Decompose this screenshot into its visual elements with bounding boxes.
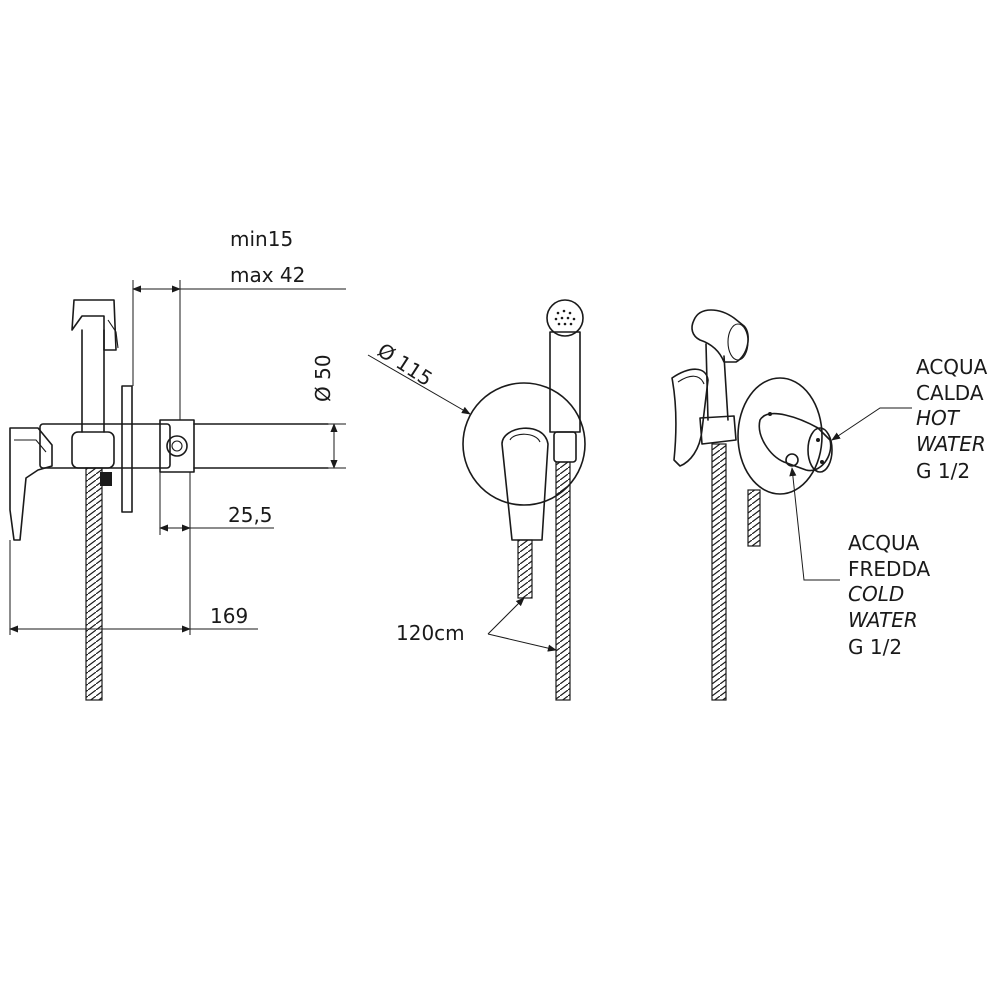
mixer-body	[39, 423, 171, 469]
holder-block	[71, 431, 115, 469]
labels: min15 max 42 Ø 50 Ø 115 25,5 169 120cm A…	[210, 227, 988, 659]
perspective-view	[671, 309, 833, 701]
persp-holder	[699, 415, 737, 445]
recessed-body	[159, 419, 195, 473]
label-min-depth: min15	[230, 227, 293, 251]
label-diameter-115: Ø 115	[373, 338, 437, 391]
hot-water-line2: CALDA	[916, 381, 984, 405]
cover-plate	[462, 382, 586, 506]
persp-hose-short	[747, 489, 761, 547]
label-offset: 25,5	[228, 503, 273, 527]
front-hose-right	[555, 461, 571, 701]
label-hose-length: 120cm	[396, 621, 465, 645]
spray-head	[71, 299, 117, 351]
label-max-depth: max 42	[230, 263, 305, 287]
persp-spray-head	[691, 309, 749, 363]
wall-plate	[121, 385, 133, 513]
persp-plate	[737, 377, 823, 495]
persp-lever	[671, 368, 709, 467]
front-hose-left	[517, 539, 533, 599]
label-total-length: 169	[210, 604, 248, 628]
hose	[85, 467, 103, 701]
front-handle	[501, 427, 549, 541]
label-diameter-50: Ø 50	[311, 354, 335, 402]
hot-water-line4: WATER	[916, 432, 986, 456]
lever-handle	[9, 427, 53, 541]
cold-water-line1: ACQUA	[848, 531, 920, 555]
persp-outlet	[758, 412, 832, 472]
hot-water-thread: G 1/2	[916, 459, 970, 483]
front-view	[462, 299, 586, 701]
cold-water-line2: FREDDA	[848, 557, 930, 581]
cold-water-thread: G 1/2	[848, 635, 902, 659]
front-holder	[553, 431, 577, 463]
side-view	[9, 299, 329, 701]
front-spray-head	[546, 299, 584, 337]
front-dimensions	[367, 354, 557, 652]
cold-water-line3: COLD	[848, 582, 904, 606]
perspective-leaders	[789, 407, 912, 581]
hot-water-line3: HOT	[916, 406, 961, 430]
cold-water-line4: WATER	[848, 608, 918, 632]
side-dimensions	[9, 280, 346, 635]
hot-water-line1: ACQUA	[916, 355, 988, 379]
persp-hose-main	[711, 443, 727, 701]
